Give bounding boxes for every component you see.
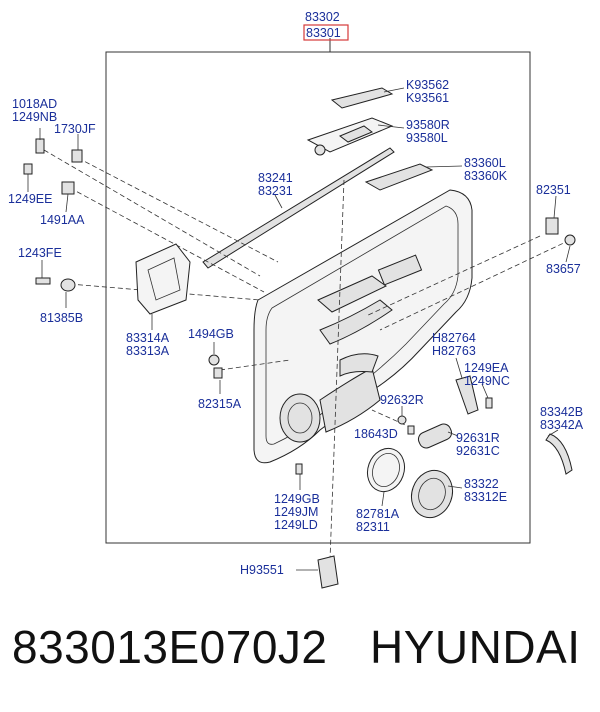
footer: 833013E070J2 HYUNDAI xyxy=(0,612,600,692)
label-83241: 83241 xyxy=(258,171,293,185)
label-83342B: 83342B xyxy=(540,405,583,419)
part-trim-clips xyxy=(208,342,223,394)
label-82351: 82351 xyxy=(536,183,571,197)
label-83312E: 83312E xyxy=(464,490,507,504)
label-83302: 83302 xyxy=(305,10,340,24)
label-82315A: 82315A xyxy=(198,397,242,411)
label-18643D: 18643D xyxy=(354,427,398,441)
label-K93561: K93561 xyxy=(406,91,449,105)
label-92632R: 92632R xyxy=(380,393,424,407)
part-door-trim-panel xyxy=(253,189,473,464)
part-weatherstrip xyxy=(202,147,395,269)
label-83313A: 83313A xyxy=(126,344,170,358)
label-93580L: 93580L xyxy=(406,131,448,145)
label-1730JF: 1730JF xyxy=(54,122,96,136)
label-1249EA: 1249EA xyxy=(464,361,509,375)
label-1249EE: 1249EE xyxy=(8,192,52,206)
part-small-screws xyxy=(397,406,415,435)
label-83231: 83231 xyxy=(258,184,293,198)
label-83657: 83657 xyxy=(546,262,581,276)
part-lower-screw xyxy=(295,463,303,490)
label-82311: 82311 xyxy=(356,520,390,534)
label-1249LD: 1249LD xyxy=(274,518,318,532)
label-81385B: 81385B xyxy=(40,311,83,325)
label-1243FE: 1243FE xyxy=(18,246,62,260)
part-speaker-grille xyxy=(410,469,463,519)
label-93580R: 93580R xyxy=(406,118,450,132)
label-92631R: 92631R xyxy=(456,431,500,445)
part-armrest-pad xyxy=(330,87,405,109)
part-left-fasteners xyxy=(23,128,83,308)
part-number: 833013E070J2 xyxy=(12,621,328,673)
part-speaker-ring xyxy=(366,447,406,507)
label-1491AA: 1491AA xyxy=(40,213,85,227)
highlight-box xyxy=(303,24,349,41)
label-83360L: 83360L xyxy=(464,156,506,170)
part-inner-bracket xyxy=(135,243,191,330)
label-1249GB: 1249GB xyxy=(274,492,320,506)
label-K93562: K93562 xyxy=(406,78,449,92)
assembly-leader-lines xyxy=(43,149,571,561)
label-83301: 83301 xyxy=(306,26,341,40)
part-trim-strip xyxy=(545,429,573,475)
label-H82764: H82764 xyxy=(432,331,476,345)
label-H93551: H93551 xyxy=(240,563,284,577)
label-1494GB: 1494GB xyxy=(188,327,234,341)
part-upper-trim-pad xyxy=(364,163,463,191)
label-82781A: 82781A xyxy=(356,507,400,521)
door-trim-parts-diagram: 83302 83301 K93562 K93561 93580R 93580L … xyxy=(8,10,584,589)
label-92631C: 92631C xyxy=(456,444,500,458)
part-bottom-bracket xyxy=(296,555,339,589)
part-window-switch xyxy=(306,117,405,156)
label-1018AD: 1018AD xyxy=(12,97,57,111)
part-handle-bracket xyxy=(455,357,493,415)
brand-name: HYUNDAI xyxy=(370,621,581,673)
label-83342A: 83342A xyxy=(540,418,584,432)
label-H82763: H82763 xyxy=(432,344,476,358)
label-1249JM: 1249JM xyxy=(274,505,318,519)
label-83360K: 83360K xyxy=(464,169,508,183)
part-right-clip xyxy=(545,195,576,263)
label-1249NB: 1249NB xyxy=(12,110,57,124)
part-courtesy-lamp xyxy=(417,423,459,449)
label-1249NC: 1249NC xyxy=(464,374,510,388)
label-83314A: 83314A xyxy=(126,331,170,345)
label-83322: 83322 xyxy=(464,477,499,491)
